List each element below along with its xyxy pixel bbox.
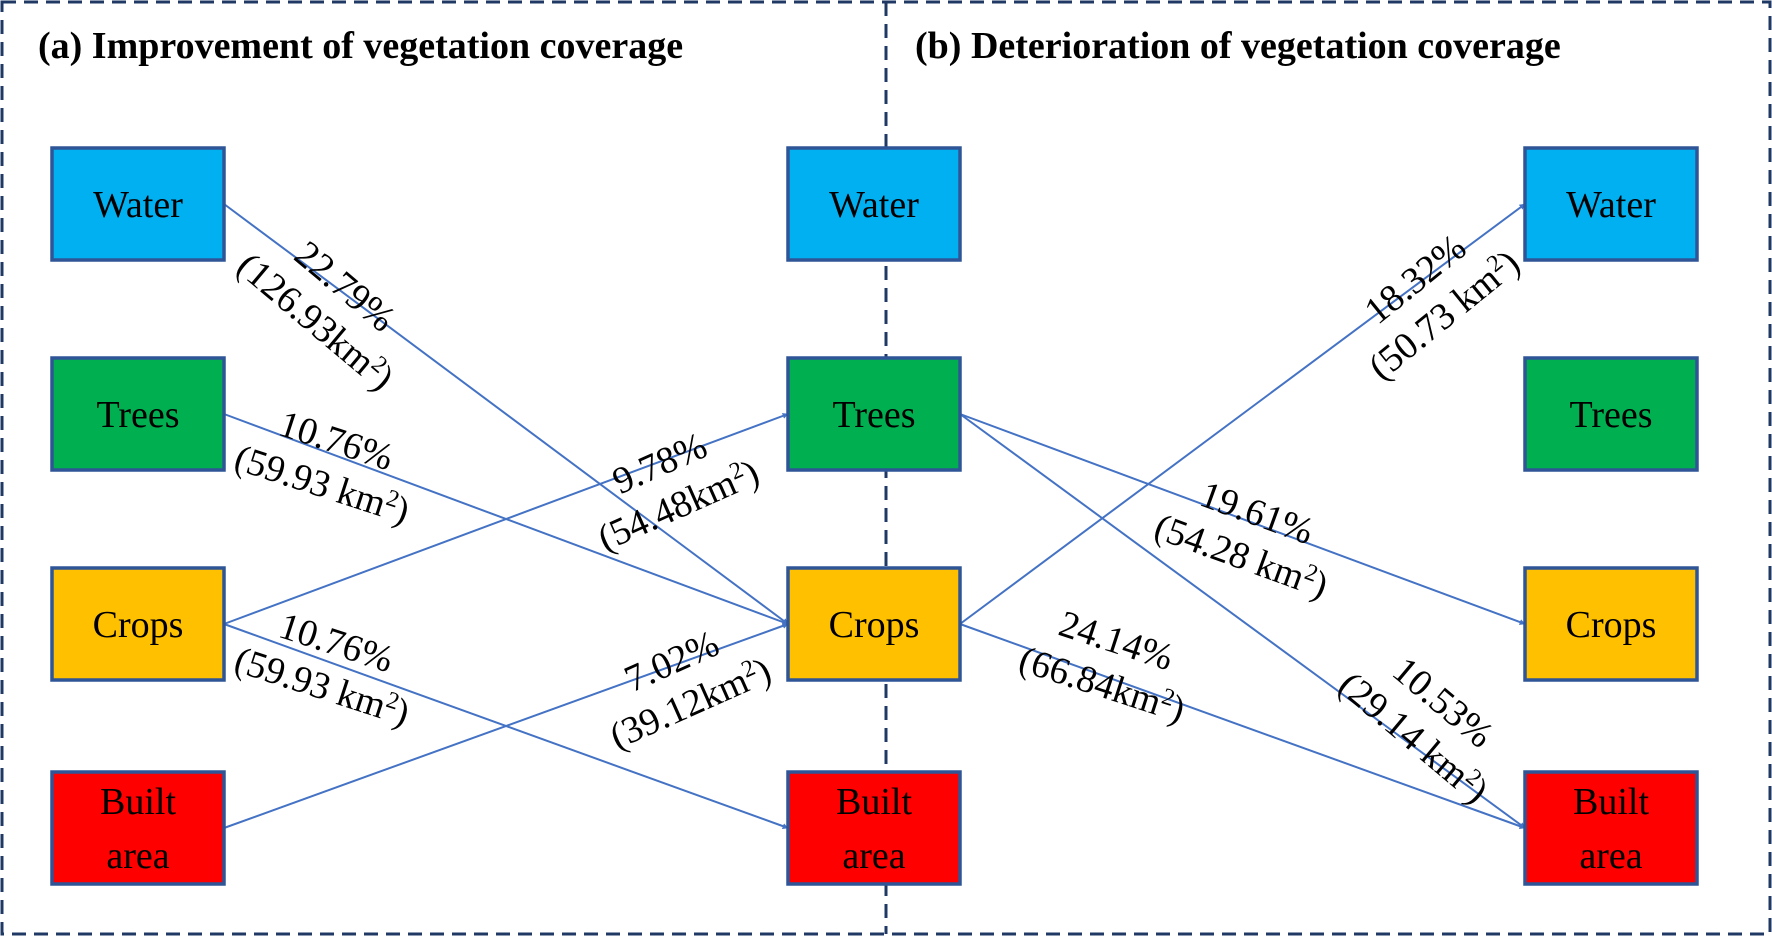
panel-a-title: (a) Improvement of vegetation coverage [38, 25, 683, 67]
right-water-rect [1523, 146, 1699, 262]
flow-label-trees-to-crops: 19.61%(54.28 km2) [1149, 473, 1333, 607]
right-built-rect [1523, 770, 1699, 886]
left-built-label: Built [100, 781, 176, 823]
middle-crops-rect [786, 566, 962, 682]
left-water-box: Water [50, 146, 226, 262]
flow-arrow-crops-to-water [959, 203, 1526, 625]
right-crops-rect [1523, 566, 1699, 682]
right-trees-rect [1523, 356, 1699, 472]
left-crops-box: Crops [50, 566, 226, 682]
flow-arrow-crops-to-trees [223, 413, 789, 625]
flow-label-trees-to-crops: 10.76%(59.93 km2) [229, 403, 414, 533]
left-trees-rect [50, 356, 226, 472]
middle-trees-label: Trees [832, 394, 915, 436]
middle-trees-box: Trees [786, 356, 962, 472]
right-built-label: area [1579, 835, 1642, 877]
flow-label-crops-to-built: 24.14%(66.84km2) [1014, 603, 1190, 731]
middle-built-rect [786, 770, 962, 886]
left-water-rect [50, 146, 226, 262]
middle-water-label: Water [829, 184, 919, 226]
right-trees-label: Trees [1569, 394, 1652, 436]
middle-built-box: Built area [786, 770, 962, 886]
left-crops-rect [50, 566, 226, 682]
left-built-rect [50, 770, 226, 886]
middle-built-label: area [842, 835, 905, 877]
flow-label-built-to-crops: 7.02%(39.12km2) [604, 623, 778, 758]
left-built-label: area [106, 835, 169, 877]
right-water-label: Water [1566, 184, 1656, 226]
right-trees-box: Trees [1523, 356, 1699, 472]
flow-arrow-built-to-crops [223, 623, 789, 829]
left-water-label: Water [93, 184, 183, 226]
flow-arrows [223, 203, 1526, 829]
right-built-box: Built area [1523, 770, 1699, 886]
middle-crops-label: Crops [829, 604, 920, 646]
left-trees-box: Trees [50, 356, 226, 472]
middle-water-rect [786, 146, 962, 262]
panel-b-title: (b) Deterioration of vegetation coverage [915, 25, 1561, 67]
flow-label-crops-to-water: 18.32%(50.73 km2) [1357, 226, 1528, 388]
flow-label-trees-to-built: 10.53%(29.14 km2) [1331, 649, 1502, 812]
flow-arrow-trees-to-crops [959, 413, 1526, 625]
flow-labels: 22.79%(126.93km2)10.76%(59.93 km2)9.78%(… [229, 226, 1528, 812]
middle-water-box: Water [786, 146, 962, 262]
flow-arrow-water-to-crops [223, 203, 789, 625]
left-trees-label: Trees [96, 394, 179, 436]
flow-label-crops-to-built: 10.76%(59.93 km2) [229, 605, 414, 735]
flow-label-water-to-crops: 22.79%(126.93km2) [229, 233, 403, 399]
middle-trees-rect [786, 356, 962, 472]
flow-arrow-crops-to-built [959, 623, 1526, 829]
middle-crops-box: Crops [786, 566, 962, 682]
flow-arrow-trees-to-built [959, 413, 1526, 829]
flow-area-area: 39.12 [615, 679, 710, 752]
right-built-label: Built [1573, 781, 1649, 823]
right-crops-label: Crops [1566, 604, 1657, 646]
left-crops-label: Crops [93, 604, 184, 646]
flow-area-area: 54.48 [603, 481, 698, 554]
right-water-box: Water [1523, 146, 1699, 262]
right-crops-box: Crops [1523, 566, 1699, 682]
left-built-box: Built area [50, 770, 226, 886]
middle-built-label: Built [836, 781, 912, 823]
